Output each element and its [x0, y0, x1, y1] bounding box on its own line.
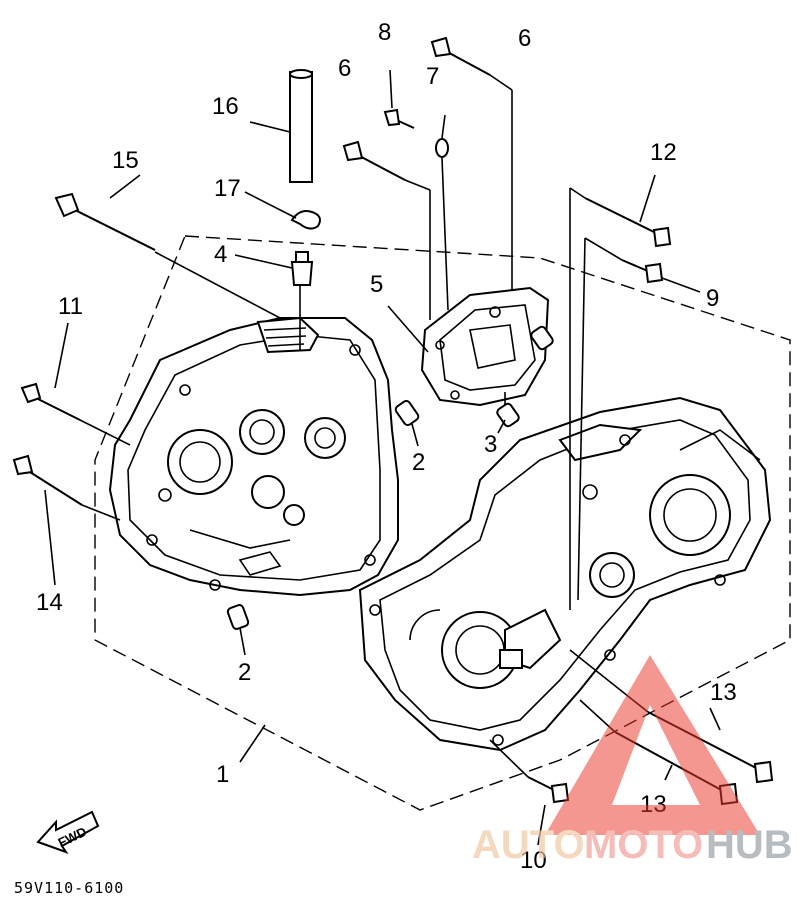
callout-numbers: 1 2 2 3 4 5 6 6 7 8 9 10 11 12 13 13 14 …: [36, 19, 737, 874]
watermark-moto: MOTO: [584, 823, 703, 867]
callout-10: 10: [520, 847, 547, 874]
callout-3: 3: [484, 431, 497, 458]
callout-14: 14: [36, 589, 63, 616]
callout-2b: 2: [238, 659, 251, 686]
watermark-auto: AUTO: [472, 823, 585, 867]
crankcase-cover: [420, 286, 550, 407]
watermark-triangle-logo: [545, 655, 760, 835]
callout-5: 5: [370, 271, 383, 298]
callout-9: 9: [706, 285, 719, 312]
callout-6a: 6: [518, 25, 531, 52]
automotohub-watermark: AUTO MOTO HUB: [472, 655, 793, 867]
dowel-pins: [226, 325, 554, 630]
leader-lines: [44, 69, 721, 846]
callout-2a: 2: [412, 449, 425, 476]
callout-8: 8: [378, 19, 391, 46]
callout-16: 16: [212, 93, 239, 120]
watermark-hub: HUB: [706, 823, 793, 867]
breather-pipe-assembly: [289, 69, 321, 350]
callout-15: 15: [112, 147, 139, 174]
forward-direction-arrow: FWD: [36, 810, 100, 854]
drawing-code: 59V110-6100: [14, 879, 124, 897]
callout-11: 11: [58, 293, 83, 320]
right-crankcase-half: [358, 396, 772, 752]
left-crankcase-half: [108, 316, 399, 597]
callout-4: 4: [214, 241, 227, 268]
callout-13a: 13: [710, 679, 737, 706]
callout-17: 17: [214, 175, 241, 202]
callout-7: 7: [426, 63, 439, 90]
assembly-outline: [94, 235, 791, 811]
callout-6b: 6: [338, 55, 351, 82]
callout-12: 12: [650, 139, 677, 166]
callout-1: 1: [216, 761, 229, 788]
